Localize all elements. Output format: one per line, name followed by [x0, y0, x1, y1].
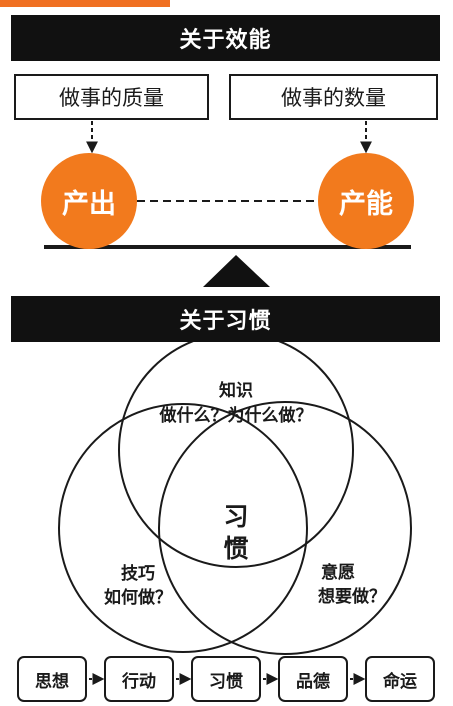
fulcrum-triangle	[203, 255, 270, 287]
flow-step-label: 命运	[383, 671, 417, 692]
flow-step-destiny: 命运	[365, 656, 435, 702]
venn-left-label-1: 技巧	[121, 563, 155, 584]
venn-center-2: 惯	[223, 534, 248, 563]
capacity-label: 产能	[339, 188, 393, 220]
output-circle: 产出	[41, 153, 137, 249]
efficiency-title: 关于效能	[179, 28, 272, 53]
top-accent-strip	[0, 0, 170, 7]
quantity-label: 做事的数量	[281, 86, 386, 110]
output-label: 产出	[62, 188, 116, 220]
venn-left-label-2: 如何做？	[104, 587, 172, 608]
venn-center-1: 习	[223, 502, 248, 531]
venn-top-label-2: 做什么？为什么做？	[159, 405, 313, 426]
quality-label: 做事的质量	[59, 86, 164, 110]
flow-step-label: 行动	[122, 671, 156, 692]
venn-right-label-1: 意愿	[321, 562, 355, 583]
flow-step-habit: 习惯	[191, 656, 261, 702]
habit-title: 关于习惯	[179, 309, 272, 334]
flow-step-label: 思想	[35, 671, 69, 692]
venn-top-label-1: 知识	[218, 380, 253, 401]
flow-step-action: 行动	[104, 656, 174, 702]
venn-knowledge-circle	[118, 332, 354, 568]
venn-right-label-2: 想要做？	[318, 586, 386, 607]
flow-step-label: 品德	[296, 671, 330, 692]
quality-box: 做事的质量	[14, 74, 209, 120]
venn-willingness-circle	[158, 401, 412, 655]
flow-step-label: 习惯	[209, 671, 243, 692]
capacity-circle: 产能	[318, 153, 414, 249]
venn-skill-circle	[58, 403, 308, 653]
flow-step-thought: 思想	[17, 656, 87, 702]
efficiency-title-banner: 关于效能	[11, 15, 440, 61]
flow-step-character: 品德	[278, 656, 348, 702]
habit-title-banner: 关于习惯	[11, 296, 440, 342]
quantity-box: 做事的数量	[229, 74, 438, 120]
